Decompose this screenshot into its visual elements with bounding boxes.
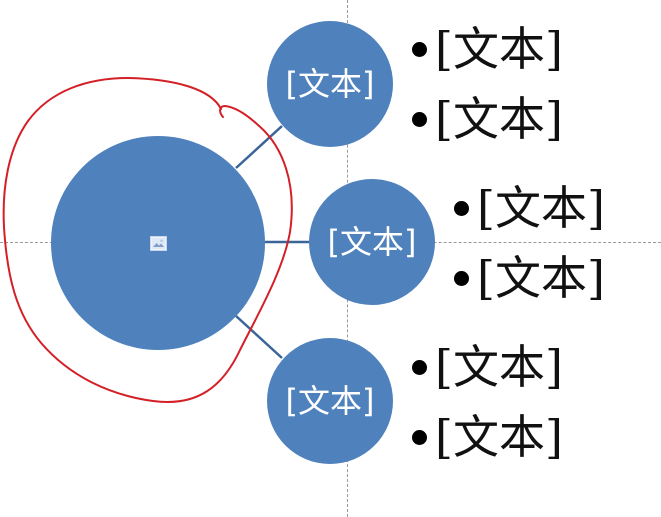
node-label-3: [文本] <box>285 382 375 420</box>
node-circle-1[interactable]: [文本] <box>267 21 393 147</box>
bullet-dot-icon <box>412 41 427 57</box>
bullet-item[interactable]: [文本] <box>454 243 605 313</box>
bullet-item[interactable]: [文本] <box>454 173 605 243</box>
bullet-item[interactable]: [文本] <box>412 332 563 402</box>
bullet-list-1[interactable]: [文本] [文本] <box>412 14 563 154</box>
bullet-text: [文本] <box>477 251 605 305</box>
node-label-2: [文本] <box>327 223 417 261</box>
node-circle-3[interactable]: [文本] <box>267 338 393 464</box>
bullet-dot-icon <box>412 111 427 127</box>
connector-line-top <box>235 125 283 169</box>
connector-line-bottom <box>235 315 283 359</box>
center-circle[interactable] <box>51 136 265 350</box>
bullet-list-2[interactable]: [文本] [文本] <box>454 173 605 313</box>
bullet-item[interactable]: [文本] <box>412 84 563 154</box>
bullet-text: [文本] <box>435 340 563 394</box>
bullet-text: [文本] <box>435 410 563 464</box>
bullet-item[interactable]: [文本] <box>412 402 563 472</box>
node-circle-2[interactable]: [文本] <box>309 179 435 305</box>
bullet-dot-icon <box>412 359 427 375</box>
bullet-item[interactable]: [文本] <box>412 14 563 84</box>
bullet-text: [文本] <box>435 22 563 76</box>
bullet-dot-icon <box>454 270 469 286</box>
bullet-list-3[interactable]: [文本] [文本] <box>412 332 563 472</box>
node-label-1: [文本] <box>285 65 375 103</box>
bullet-text: [文本] <box>435 92 563 146</box>
bullet-text: [文本] <box>477 181 605 235</box>
bullet-dot-icon <box>454 200 469 216</box>
bullet-dot-icon <box>412 429 427 445</box>
picture-placeholder-icon[interactable] <box>149 235 167 251</box>
